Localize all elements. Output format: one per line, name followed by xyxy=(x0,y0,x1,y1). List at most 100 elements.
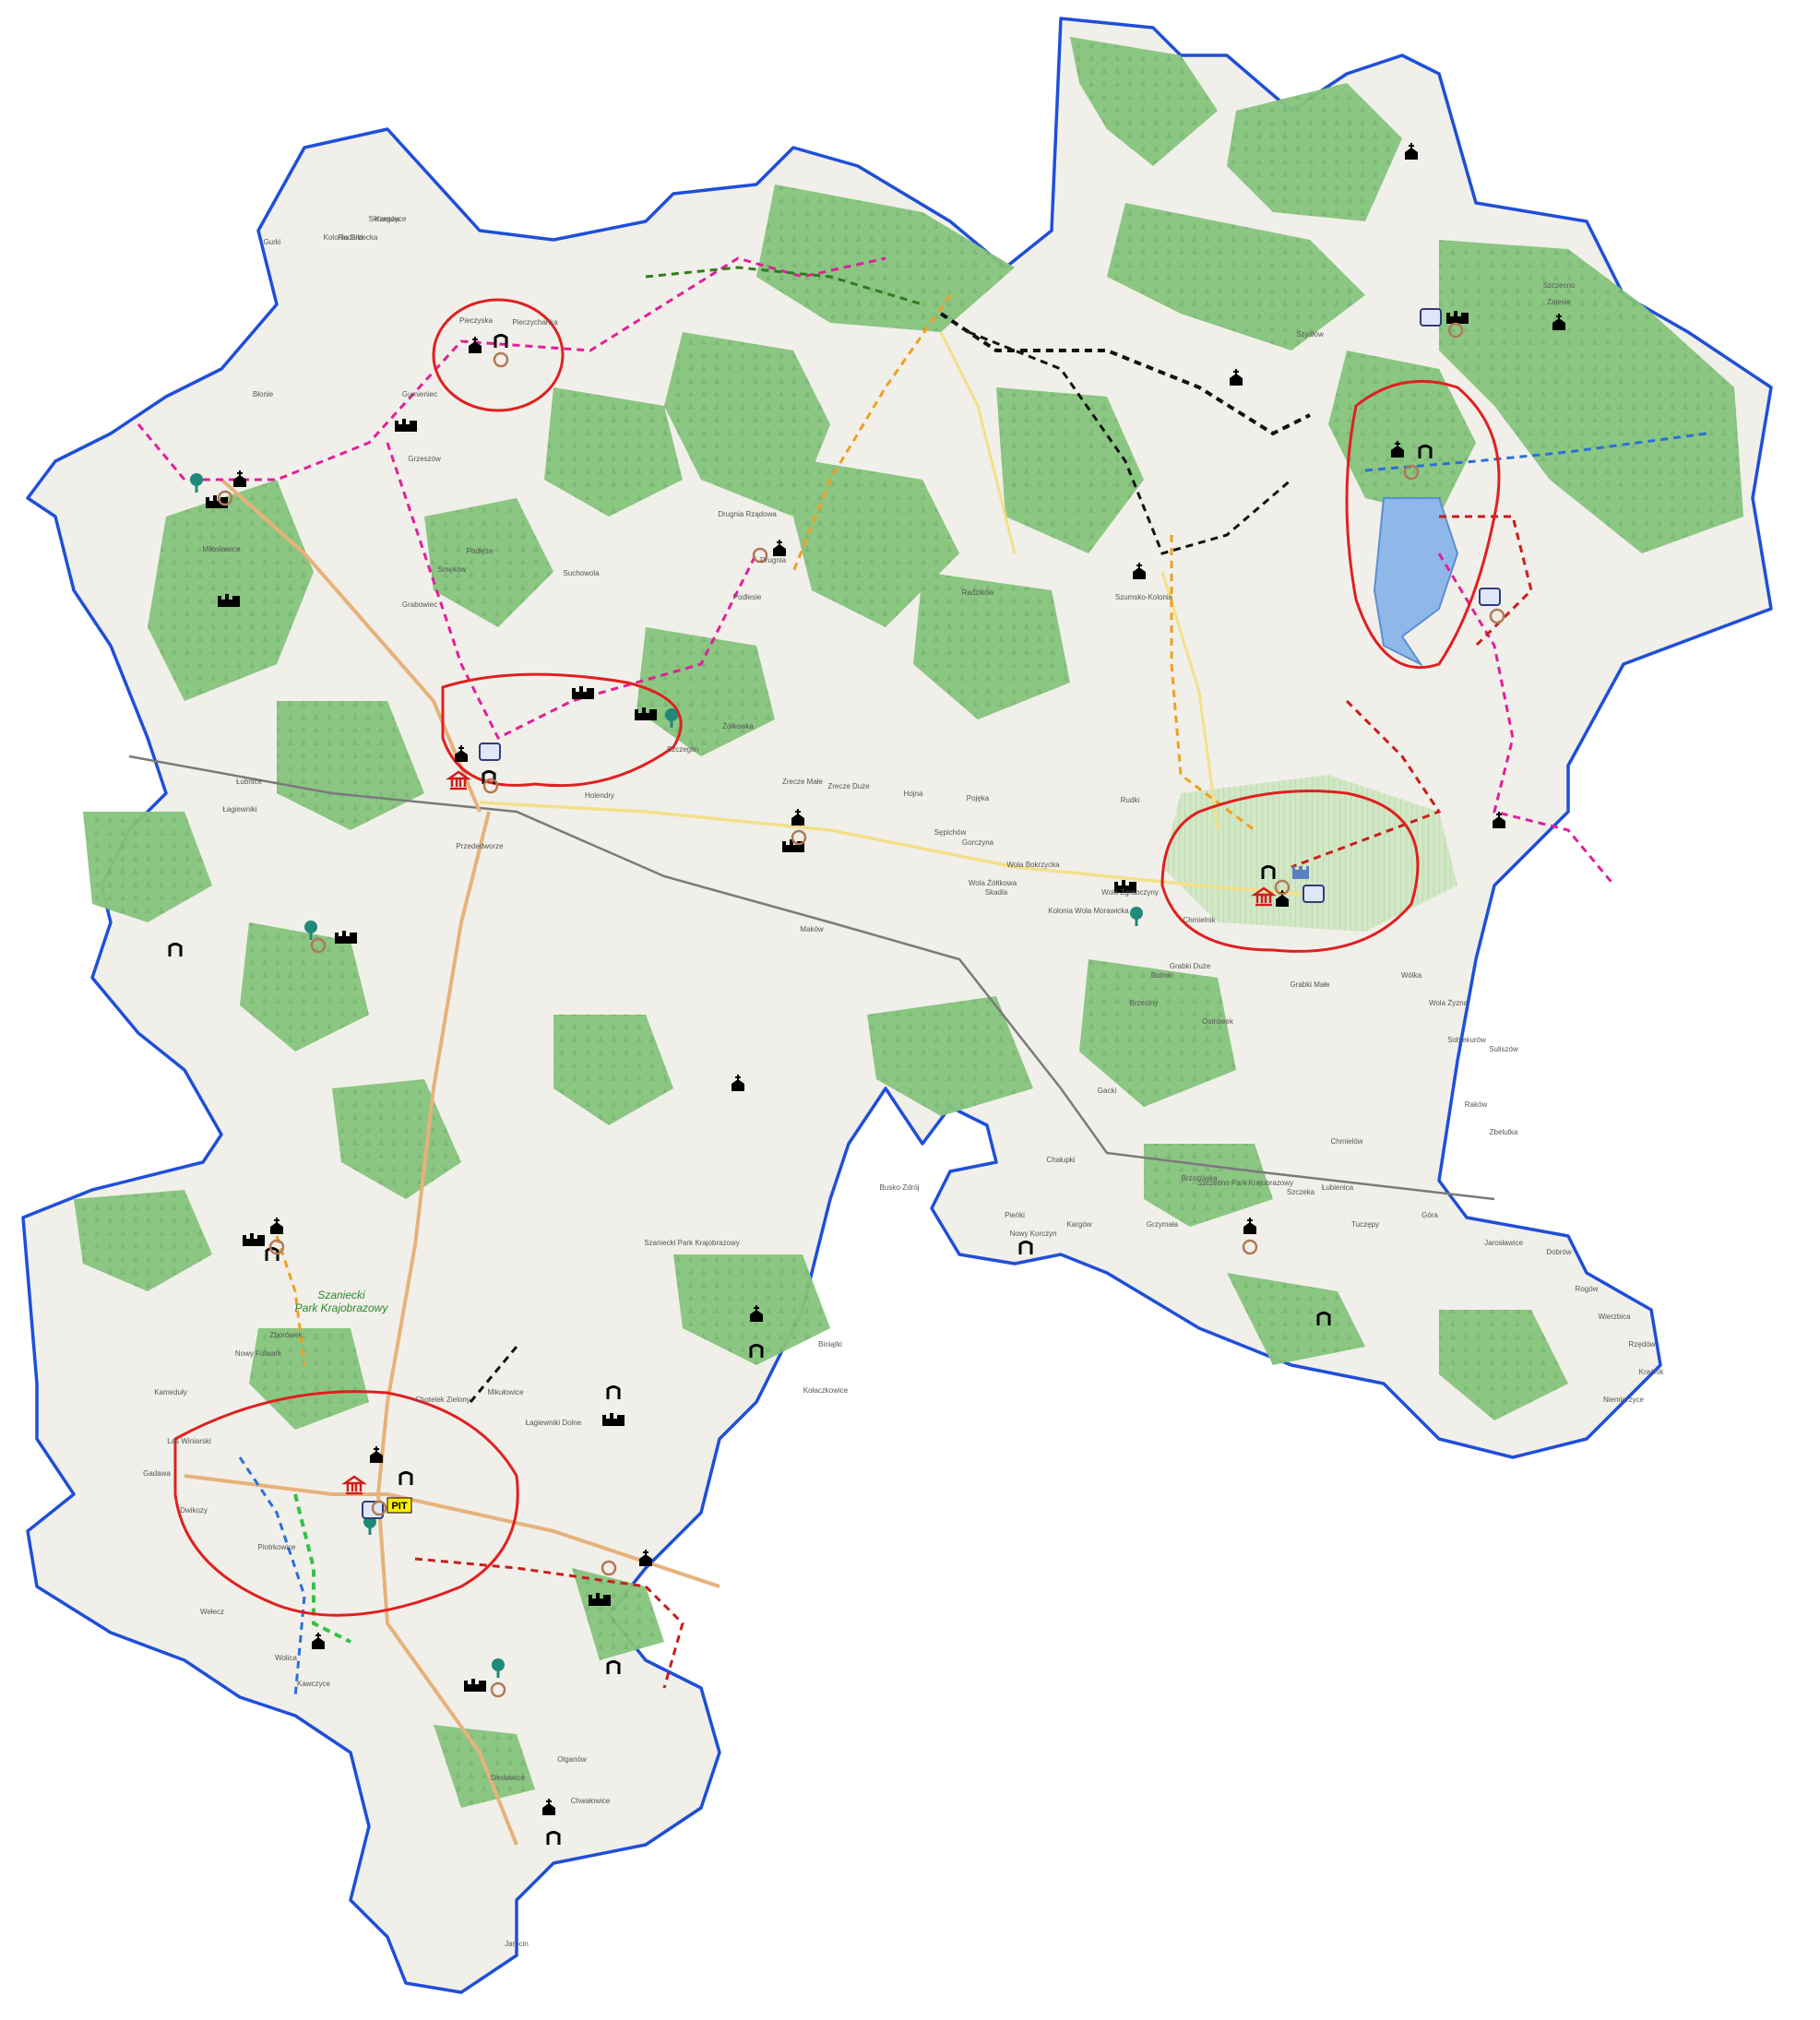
place-label: Podłęże xyxy=(467,547,494,555)
place-label: Gadawa xyxy=(143,1469,171,1478)
place-label: Nowy Korczyn xyxy=(1009,1230,1056,1238)
place-label: Grzeszów xyxy=(408,455,441,463)
place-label: Rzędów xyxy=(1629,1340,1656,1349)
place-label: Zbelutka xyxy=(1490,1128,1518,1136)
place-label: Chmielnik xyxy=(1183,916,1216,924)
trails[interactable] xyxy=(137,256,1707,1698)
place-label: Wola Bokrzycka xyxy=(1006,861,1060,869)
place-label: Drugnia xyxy=(760,556,787,564)
place-label: Kargów xyxy=(1066,1220,1091,1229)
church-icon xyxy=(1230,369,1243,386)
place-label: Szumsko-Kolonia xyxy=(1115,593,1173,601)
church-icon xyxy=(1243,1218,1256,1234)
place-label: Busko-Zdrój xyxy=(879,1183,919,1192)
place-label: Gurki xyxy=(263,238,280,246)
place-label: Brzozówka xyxy=(1181,1174,1218,1182)
pit-label: PIT xyxy=(391,1501,407,1512)
ruins-icon xyxy=(206,311,1469,1692)
place-label: Szydłów xyxy=(1296,330,1324,339)
place-label: Miłosławice xyxy=(203,545,241,553)
place-label: Piotrkowice xyxy=(258,1543,296,1551)
place-label: Maków xyxy=(800,925,824,933)
church-icon xyxy=(791,809,804,826)
place-label: Siesławice xyxy=(490,1774,525,1782)
church-icon xyxy=(270,1218,283,1234)
castle-icon xyxy=(1292,866,1309,879)
place-label: Błonie xyxy=(253,390,274,398)
place-label: Pojęka xyxy=(967,794,990,802)
place-label: Grzymała xyxy=(1147,1220,1179,1229)
church-icon xyxy=(1493,812,1505,828)
place-label: Hojna xyxy=(904,790,923,798)
place-label: Drugnia Rządowa xyxy=(718,510,777,518)
place-label: Sobiekurów xyxy=(1447,1036,1486,1044)
forest-areas xyxy=(74,37,1743,1808)
place-label: Radzików xyxy=(962,588,994,597)
place-label: Kameduły xyxy=(154,1388,187,1396)
place-label: Chałupki xyxy=(1046,1156,1075,1164)
gate-icon xyxy=(168,334,1433,1845)
place-label: Niemierzyce xyxy=(1603,1396,1645,1404)
place-label: Rogów xyxy=(1576,1285,1599,1293)
place-label: Jarosławice xyxy=(1484,1239,1523,1247)
church-icon xyxy=(750,1305,763,1322)
church-icon xyxy=(732,1075,744,1091)
place-label: Chotelek Zielony xyxy=(415,1396,470,1404)
place-label: Sępichów xyxy=(934,828,967,837)
place-label: Kargów xyxy=(375,215,399,223)
place-label: Łagiewniki Dolne xyxy=(526,1419,582,1427)
place-label: Dwikozy xyxy=(180,1506,208,1515)
place-label: Wolica xyxy=(275,1654,297,1662)
place-label: Grabki Duże xyxy=(1170,962,1211,970)
place-label: Zalesie xyxy=(1547,298,1571,306)
place-label: Szczeka xyxy=(1287,1188,1315,1196)
place-label: Smęków xyxy=(438,565,467,574)
place-label: Szczecno Park Krajobrazowy xyxy=(1197,1179,1293,1187)
church-icon xyxy=(1552,314,1565,330)
place-label: Ostrówek xyxy=(1202,1017,1234,1026)
field-strips xyxy=(1162,775,1457,932)
main-roads xyxy=(184,331,1311,1846)
place-label: Łubienica xyxy=(1322,1183,1354,1192)
place-label: Wełecz xyxy=(200,1608,224,1616)
church-icon xyxy=(312,1633,325,1649)
place-label: Podlesie xyxy=(733,593,762,601)
church-icon xyxy=(639,1550,652,1566)
place-label: Gacki xyxy=(1098,1087,1117,1095)
place-label: Las Winiarski xyxy=(167,1437,211,1445)
place-label: Szczeglin xyxy=(667,745,698,754)
place-label: Kolonia Grzecka xyxy=(324,233,378,242)
highlight-zones[interactable] xyxy=(173,298,1501,1617)
place-label: Wola Żółtkowa xyxy=(969,879,1017,887)
place-label: Kołaczkowice xyxy=(803,1386,849,1395)
church-icon xyxy=(1405,143,1418,160)
place-label: Zrecze Duże xyxy=(827,782,870,790)
place-label: Chmielów xyxy=(1330,1137,1362,1146)
place-label: Holendry xyxy=(585,791,614,800)
place-label: Łagiewniki xyxy=(222,805,257,814)
church-icon xyxy=(542,1799,555,1815)
place-label: Wola Żyzna xyxy=(1429,999,1469,1007)
place-label: Skrzeszyce xyxy=(369,215,407,223)
church-icon xyxy=(1133,563,1146,579)
church-icon xyxy=(370,1446,383,1463)
park-label-line2: Park Krajobrazowy xyxy=(295,1301,389,1314)
church-icon xyxy=(469,337,482,353)
place-label: Przededworze xyxy=(456,842,504,850)
place-label: Rudki xyxy=(1121,796,1140,804)
place-label: Żółkowka xyxy=(722,722,754,731)
church-icon xyxy=(1391,441,1404,457)
place-label: Biniątki xyxy=(818,1340,842,1349)
place-label: Pieńki xyxy=(1005,1211,1025,1219)
place-label: Rudniki xyxy=(339,233,363,242)
place-label: Gorczyna xyxy=(962,838,994,847)
place-label: Suliszów xyxy=(1489,1045,1518,1053)
place-label: Mikułowice xyxy=(487,1388,524,1396)
poi-icons[interactable]: PIT xyxy=(168,143,1565,1845)
place-label: Olganów xyxy=(557,1755,587,1764)
place-label: Kawczyce xyxy=(297,1680,331,1688)
place-label: Szczecno xyxy=(1543,281,1576,290)
